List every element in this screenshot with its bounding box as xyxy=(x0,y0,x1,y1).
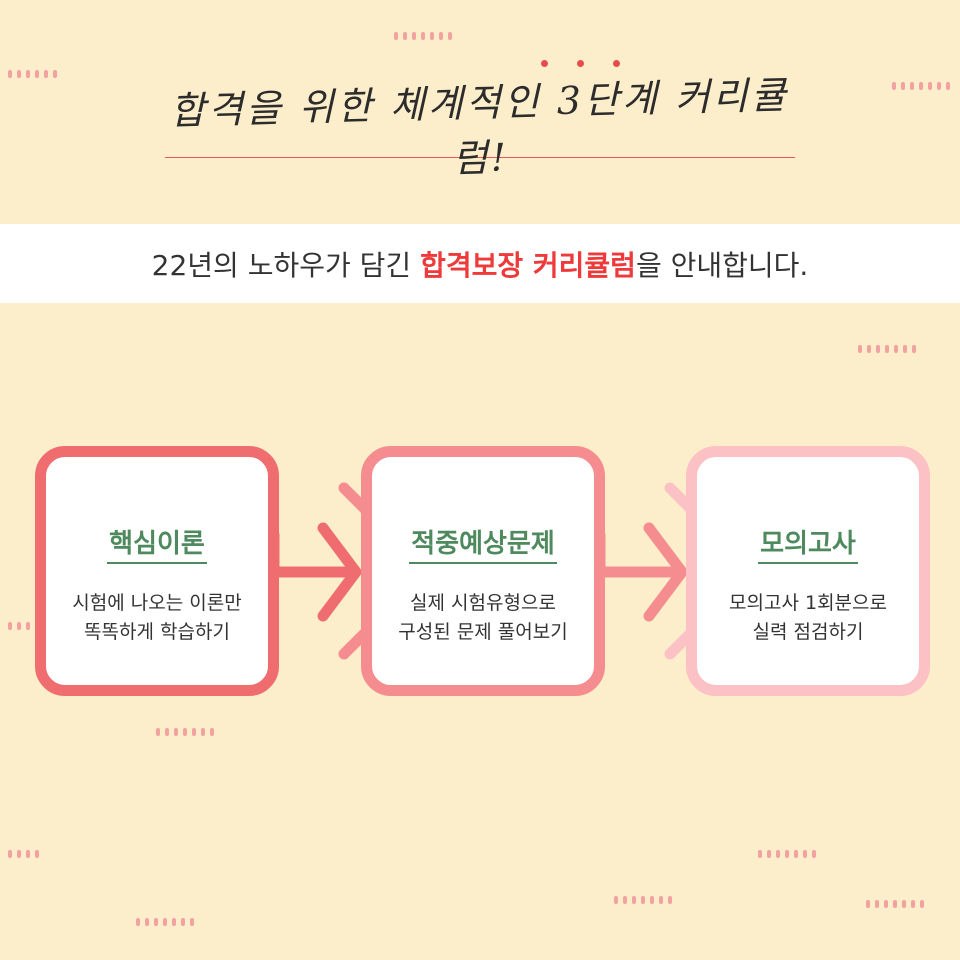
step-desc-line: 모의고사 1회분으로 xyxy=(729,592,887,614)
step-title: 적중예상문제 xyxy=(409,529,557,564)
step-description: 시험에 나오는 이론만 똑똑하게 학습하기 xyxy=(46,589,268,647)
step-card-expected-questions: 적중예상문제 실제 시험유형으로 구성된 문제 풀어보기 xyxy=(361,446,605,696)
step-title: 모의고사 xyxy=(758,529,858,564)
header: 합격을 위한 체계적인 3단계 커리큘럼! xyxy=(165,48,795,181)
step-desc-line: 똑똑하게 학습하기 xyxy=(84,621,230,643)
step-title: 핵심이론 xyxy=(107,529,207,564)
banner-text-prefix: 22년의 노하우가 담긴 xyxy=(151,248,421,282)
decorative-dots xyxy=(614,896,672,904)
step-card-core-theory: 핵심이론 시험에 나오는 이론만 똑똑하게 학습하기 xyxy=(35,446,279,696)
decorative-dots xyxy=(892,82,950,90)
decorative-dots xyxy=(8,70,57,78)
step-desc-line: 실력 점검하기 xyxy=(752,621,864,643)
decorative-dots xyxy=(156,728,214,736)
page-title: 합격을 위한 체계적인 3단계 커리큘럼! xyxy=(169,72,790,181)
arrow-head-1 xyxy=(317,522,362,622)
connector-line-1 xyxy=(268,529,354,578)
step-desc-line: 실제 시험유형으로 xyxy=(410,592,556,614)
step-desc-line: 시험에 나오는 이론만 xyxy=(72,592,242,614)
decorative-dots xyxy=(136,918,194,926)
decorative-dots xyxy=(858,345,916,353)
arrow-head-2 xyxy=(643,522,688,622)
decorative-dots xyxy=(758,850,816,858)
decorative-dots xyxy=(866,900,924,908)
decorative-dots xyxy=(8,622,30,630)
connector-line-2 xyxy=(594,529,680,578)
decorative-dots xyxy=(8,850,39,858)
step-description: 모의고사 1회분으로 실력 점검하기 xyxy=(697,589,919,647)
step-card-mock-exam: 모의고사 모의고사 1회분으로 실력 점검하기 xyxy=(686,446,930,696)
emphasis-dots xyxy=(541,60,621,68)
step-desc-line: 구성된 문제 풀어보기 xyxy=(398,621,568,643)
banner-text-suffix: 을 안내합니다. xyxy=(635,248,809,282)
banner-highlight: 합격보장 커리큘럼 xyxy=(420,248,636,282)
step-description: 실제 시험유형으로 구성된 문제 풀어보기 xyxy=(372,589,594,647)
decorative-dots xyxy=(394,32,452,40)
